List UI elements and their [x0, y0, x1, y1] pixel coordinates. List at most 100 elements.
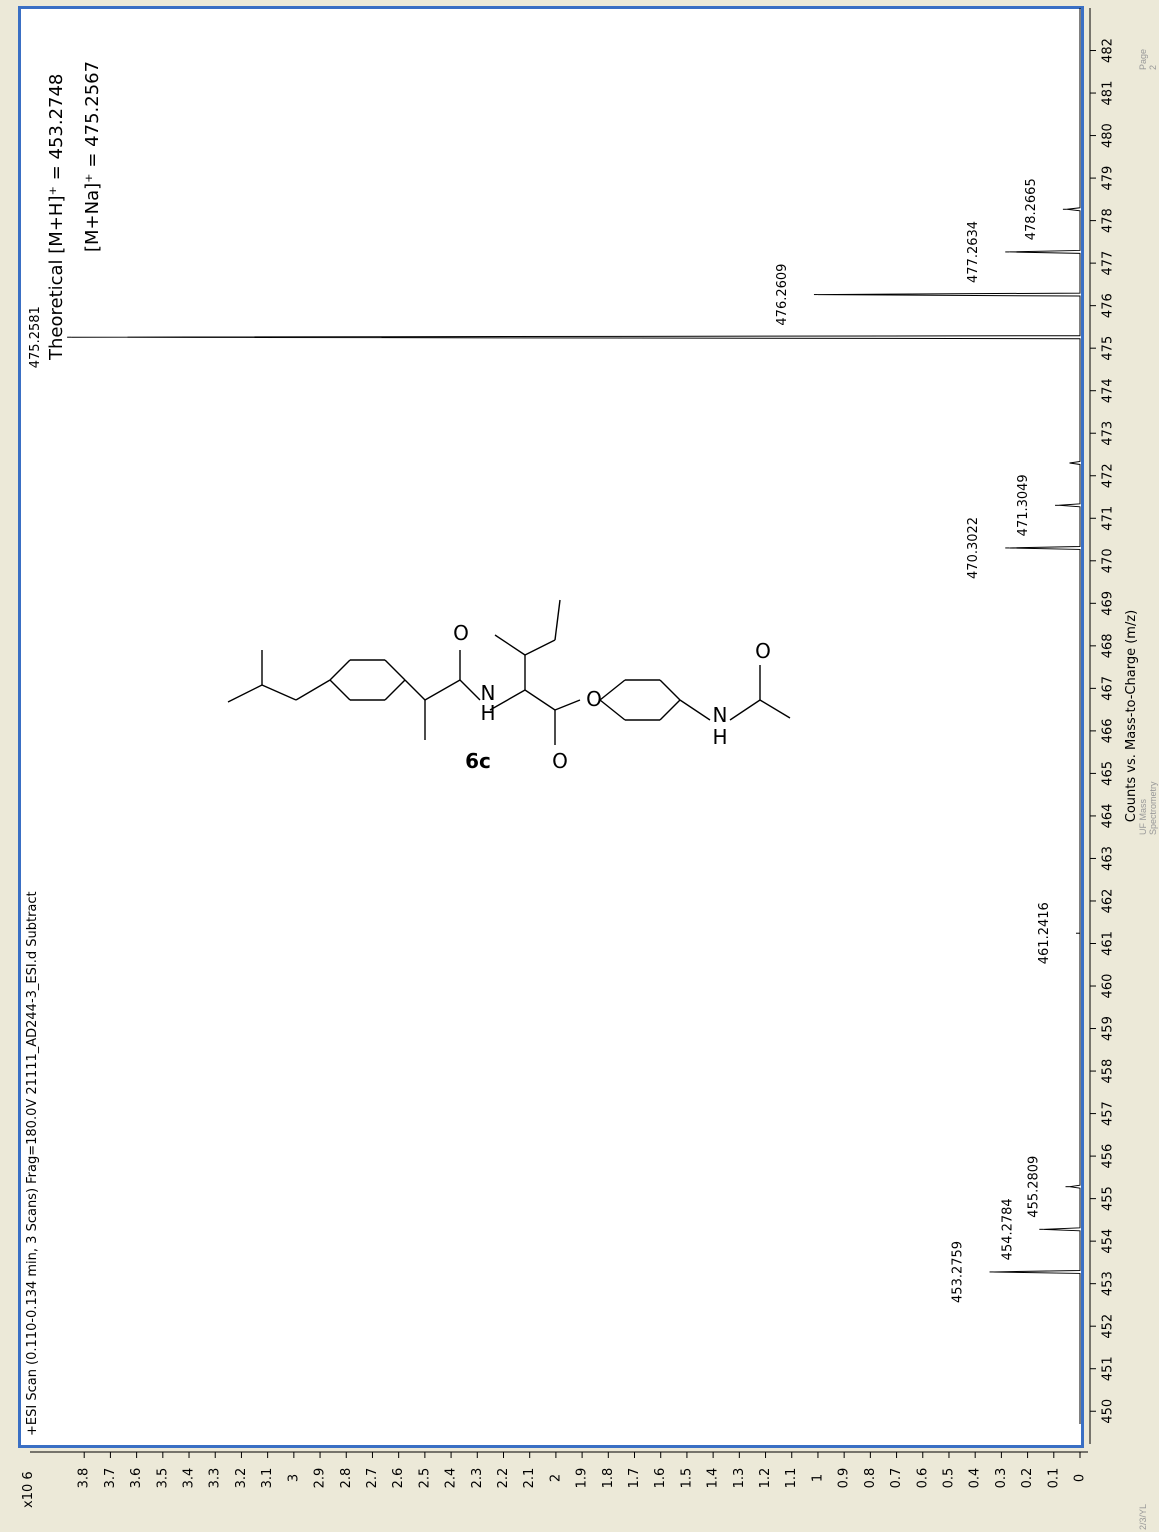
mz-tick-label: 453 — [1101, 1271, 1116, 1296]
intensity-tick-label: 1.7 — [627, 1468, 642, 1489]
chart-title: +ESI Scan (0.110-0.134 min, 3 Scans) Fra… — [25, 891, 40, 1436]
y-multiplier: x10 6 — [21, 1471, 36, 1508]
intensity-tick-label: 2.5 — [417, 1468, 432, 1489]
mz-tick-label: 479 — [1101, 166, 1116, 191]
mz-tick-label: 477 — [1101, 251, 1116, 276]
intensity-tick-label: 0.1 — [1046, 1468, 1061, 1489]
mz-tick-label: 482 — [1101, 38, 1116, 63]
bond — [261, 684, 297, 701]
bond — [729, 699, 761, 721]
footer-left: 2/3/YL — [1138, 1503, 1148, 1530]
mz-tick-label: 470 — [1101, 548, 1116, 573]
bond — [329, 679, 351, 701]
mz-tick-label: 472 — [1101, 463, 1116, 488]
peak-label: 475.2581 — [28, 306, 43, 368]
mz-tick-label: 473 — [1101, 421, 1116, 446]
peak-label: 477.2634 — [966, 221, 981, 283]
footer-right: Page 2 — [1138, 48, 1158, 70]
intensity-tick-label: 2.9 — [313, 1468, 328, 1489]
intensity-tick-label: 1.1 — [784, 1468, 799, 1489]
bond — [599, 699, 626, 721]
spectrum-trace — [71, 8, 1081, 1424]
intensity-tick-label: 1.9 — [575, 1468, 590, 1489]
mz-tick-label: 450 — [1101, 1399, 1116, 1424]
mz-tick-label: 462 — [1101, 889, 1116, 914]
mz-tick-label: 463 — [1101, 846, 1116, 871]
peak-label: 454.2784 — [1000, 1198, 1015, 1260]
intensity-tick-label: 1.2 — [758, 1468, 773, 1489]
intensity-tick-label: 3.5 — [155, 1468, 170, 1489]
mz-tick-label: 456 — [1101, 1144, 1116, 1169]
intensity-tick-label: 2.7 — [365, 1468, 380, 1489]
atom-label: N — [713, 703, 728, 727]
intensity-tick-label: 2.3 — [470, 1468, 485, 1489]
mz-tick-label: 455 — [1101, 1186, 1116, 1211]
intensity-tick-label: 0.9 — [837, 1468, 852, 1489]
intensity-tick-label: 3.3 — [208, 1468, 223, 1489]
peak-label: 478.2665 — [1024, 178, 1039, 240]
intensity-tick-label: 0.2 — [1020, 1468, 1035, 1489]
intensity-tick-label: 1.3 — [732, 1468, 747, 1489]
intensity-tick-label: 0 — [1073, 1474, 1088, 1482]
mz-tick-label: 461 — [1101, 931, 1116, 956]
bond — [494, 634, 526, 656]
bond — [424, 679, 461, 701]
footer-center: UF Mass Spectrometry Facility — [1138, 781, 1159, 835]
bond — [384, 659, 406, 681]
mz-tick-label: 454 — [1101, 1229, 1116, 1254]
axes — [30, 8, 1091, 1453]
intensity-tick-label: 1.6 — [653, 1468, 668, 1489]
mz-tick-label: 457 — [1101, 1101, 1116, 1126]
mz-tick-label: 468 — [1101, 633, 1116, 658]
theoretical-annotations: Theoretical [M+H]⁺ = 453.2748[M+Na]⁺ = 4… — [46, 61, 103, 361]
atom-label: O — [586, 687, 602, 711]
x-axis-label: Counts vs. Mass-to-Charge (m/z) — [1124, 610, 1139, 822]
bond — [295, 679, 331, 701]
bond — [759, 699, 791, 719]
bond — [524, 689, 556, 711]
intensity-tick-label: 2.4 — [444, 1468, 459, 1489]
peak-label: 455.2809 — [1027, 1156, 1042, 1218]
intensity-tick-label: 1.4 — [706, 1468, 721, 1489]
intensity-tick-label: 3.4 — [182, 1468, 197, 1489]
bond — [489, 689, 526, 711]
peak-label: 453.2759 — [951, 1241, 966, 1303]
intensity-tick-label: 0.3 — [994, 1468, 1009, 1489]
peak-label: 476.2609 — [775, 264, 790, 326]
ticks: 4504514524534544554564574584594604614624… — [21, 38, 1139, 1508]
mz-tick-label: 469 — [1101, 591, 1116, 616]
mz-tick-label: 475 — [1101, 336, 1116, 361]
mz-tick-label: 460 — [1101, 974, 1116, 999]
atom-label: H — [480, 701, 495, 725]
mz-tick-label: 474 — [1101, 378, 1116, 403]
bond — [459, 679, 481, 701]
plot-frame — [18, 6, 1084, 1448]
intensity-tick-label: 3.8 — [77, 1468, 92, 1489]
intensity-tick-label: 3.1 — [260, 1468, 275, 1489]
mz-tick-label: 452 — [1101, 1314, 1116, 1339]
mz-tick-label: 458 — [1101, 1059, 1116, 1084]
peak-label: 461.2416 — [1037, 902, 1052, 964]
bond — [227, 684, 263, 703]
mz-tick-label: 467 — [1101, 676, 1116, 701]
atom-label: N — [481, 681, 496, 705]
bond — [524, 639, 556, 656]
intensity-tick-label: 0.4 — [968, 1468, 983, 1489]
mz-tick-label: 476 — [1101, 293, 1116, 318]
bond — [554, 599, 561, 641]
bond — [384, 679, 406, 701]
scan-header: +ESI Scan (0.110-0.134 min, 3 Scans) Fra… — [25, 891, 40, 1436]
mz-tick-label: 465 — [1101, 761, 1116, 786]
atom-label: O — [453, 621, 469, 645]
intensity-tick-label: 0.8 — [863, 1468, 878, 1489]
intensity-tick-label: 2 — [548, 1474, 563, 1482]
mz-tick-label: 466 — [1101, 718, 1116, 743]
intensity-tick-label: 3 — [286, 1474, 301, 1482]
intensity-tick-label: 3.2 — [234, 1468, 249, 1489]
intensity-tick-label: 2.6 — [391, 1468, 406, 1489]
mz-tick-label: 480 — [1101, 123, 1116, 148]
mz-tick-label: 464 — [1101, 804, 1116, 829]
bond — [659, 699, 681, 721]
